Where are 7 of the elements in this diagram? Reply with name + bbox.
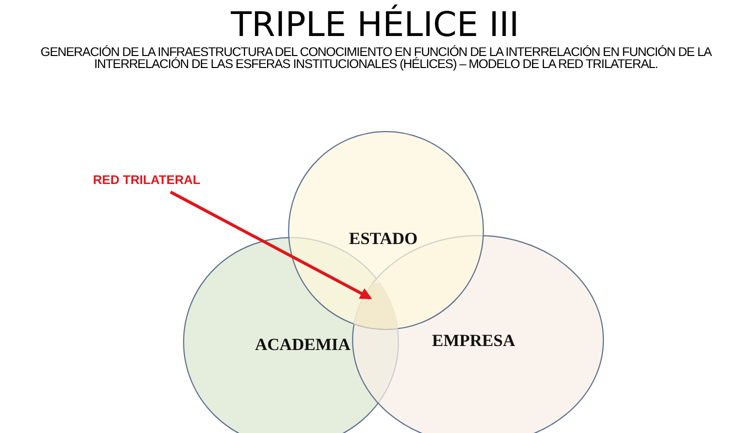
leader-arrow [170, 190, 372, 300]
sphere-label: EMPRESA [432, 331, 516, 351]
callout-label: RED TRILATERAL [93, 173, 200, 187]
title: TRIPLE HÉLICE III [230, 6, 520, 44]
sphere-label: ACADEMIA [255, 335, 350, 355]
subtitle: GENERACIÓN DE LA INFRAESTRUCTURA DEL CONOCIMIENTO EN FUNCIÓN DE LA INTERRELACIÓN EN FUNCIÓN DE LA INTERRELACIÓN DE LAS ESFERAS INSTITUCIONALES (HÉLICES) – MODELO DE LA RED TRILATERAL. [40, 46, 713, 70]
sphere-label: ESTADO [349, 229, 418, 249]
